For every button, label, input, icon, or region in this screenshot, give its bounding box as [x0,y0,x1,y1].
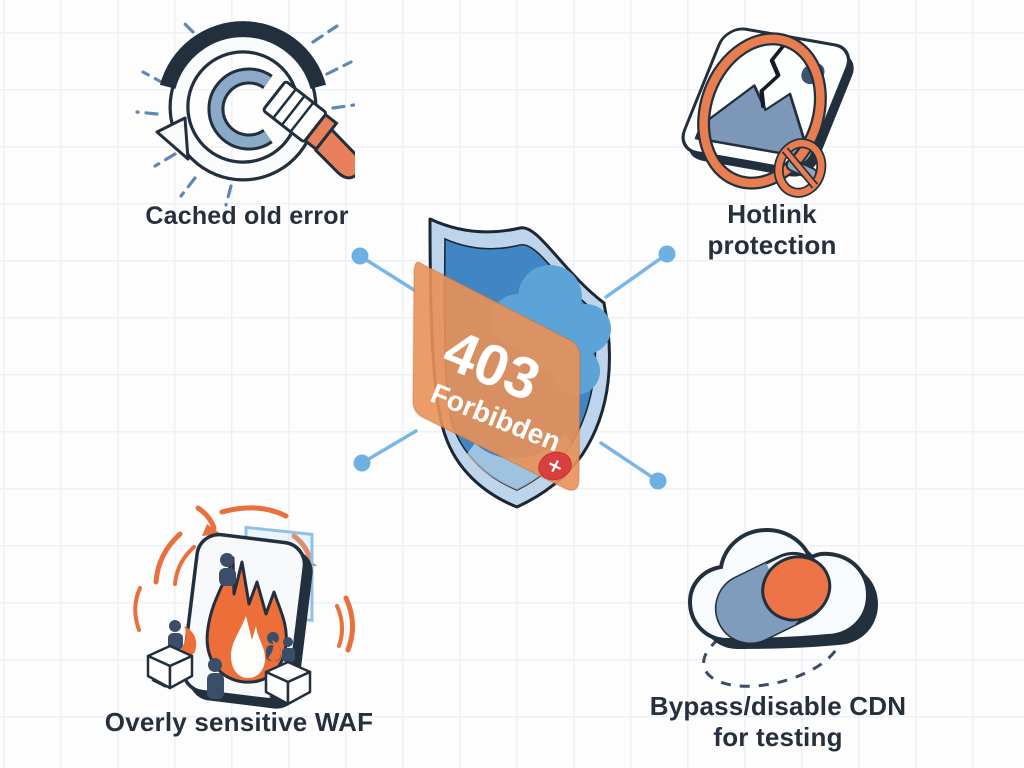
cache-c [210,70,272,148]
label-overly-sensitive-waf: Overly sensitive WAF [104,707,374,737]
shield-403-icon: 403 Forbibden ✕ [412,217,611,509]
label-hotlink-line1: Hotlink [727,199,817,229]
no-hotlink-sign-icon [773,138,827,198]
label-hotlink-line2: protection [707,230,837,260]
cloud [687,527,878,649]
waf-flame-icon [133,505,355,709]
error-badge: ✕ [538,451,572,481]
connector-line-top-left [358,254,416,292]
toggle-knob [761,555,832,622]
spark-rays [135,18,355,207]
toggle-switch [714,551,832,645]
connector-dot-bottom-left [353,454,371,472]
hotlink-blocked-image-icon [681,27,854,198]
flame-core [231,616,265,678]
refresh-arrowhead [155,116,190,161]
cdn-cloud-toggle-icon [687,527,878,688]
connector-dot-top-right [658,245,676,263]
prohibition-ring [697,32,827,190]
connector-dot-top-left [351,247,369,265]
label-bypass-cdn: Bypass/disable CDN for testing [650,691,906,753]
error-panel [412,261,581,491]
connector-line-bottom-right [599,441,660,483]
alert-arcs [133,505,355,653]
refresh-dark-arc [159,21,327,90]
connector-line-bottom-left [360,429,418,465]
cache-refresh-brush-icon [135,18,355,207]
label-bypass-line1: Bypass/disable CDN [649,691,907,721]
label-cached-old-error: Cached old error [145,202,349,230]
image-crack [759,37,791,108]
server-box-icons [146,644,312,706]
image-mountains [694,84,806,158]
label-bypass-line2: for testing [713,722,843,752]
label-hotlink-protection: Hotlink protection [707,199,836,261]
connector-dot-bottom-right [649,472,667,490]
error-badge-x-icon: ✕ [546,457,564,477]
edge-flames [180,626,281,661]
connector-line-top-right [604,252,669,299]
person-icons [168,553,295,699]
brush-icon [262,80,355,180]
